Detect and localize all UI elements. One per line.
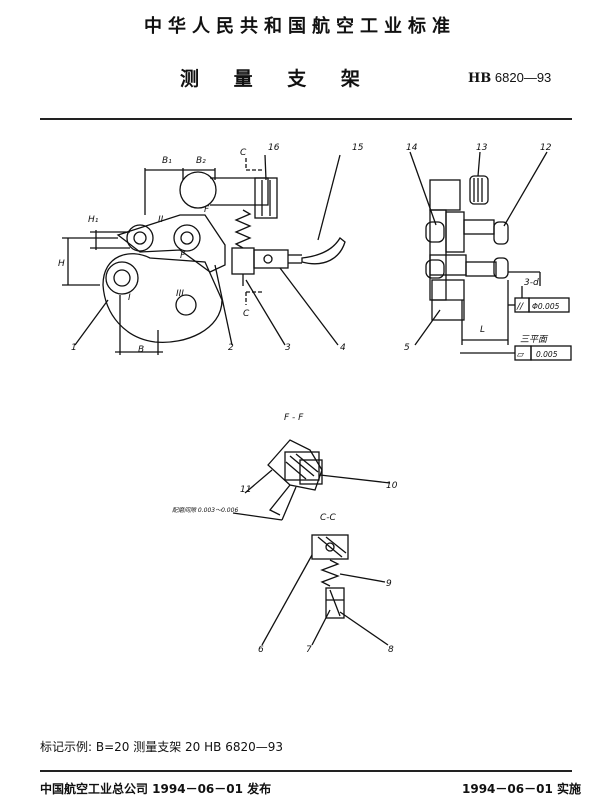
section-ff-title: F - F	[284, 413, 304, 423]
label-b: B	[138, 345, 144, 355]
flatness-symbol: ▱	[517, 350, 524, 360]
section-ff-view	[232, 439, 391, 521]
note-3d: 3-d	[524, 278, 539, 288]
label-f2: F	[204, 205, 210, 215]
part-2: 2	[228, 343, 234, 353]
part-8: 8	[388, 645, 394, 655]
part-3: 3	[285, 343, 291, 353]
part-4: 4	[340, 343, 346, 353]
part-9: 9	[386, 579, 392, 589]
label-c-top: C	[240, 148, 247, 158]
label-b2: B₂	[196, 156, 206, 166]
parallel-tolerance: Φ0.005	[532, 302, 560, 311]
label-l: L	[480, 325, 485, 335]
label-b1: B₁	[162, 156, 172, 166]
part-11: 11	[240, 485, 251, 495]
standard-prefix: HB	[468, 71, 492, 86]
document-title: 测 量 支 架	[180, 68, 374, 90]
front-view	[62, 154, 346, 355]
section-cc-view	[261, 534, 389, 646]
engineering-drawing: B₁ B₂ H₁ H B C C F F I II III 1 2 3 4 5 …	[58, 143, 572, 655]
part-7: 7	[306, 645, 312, 655]
standard-code: 6820—93	[494, 70, 552, 85]
flatness-tolerance: 0.005	[536, 350, 558, 359]
part-16: 16	[268, 143, 280, 153]
label-f: F	[180, 251, 186, 261]
label-hole-i: I	[128, 293, 131, 303]
part-14: 14	[406, 143, 418, 153]
part-12: 12	[540, 143, 552, 153]
part-6: 6	[258, 645, 264, 655]
part-10: 10	[386, 481, 398, 491]
label-h1: H₁	[88, 215, 99, 225]
marking-example: 标记示例: B=20 测量支架 20 HB 6820—93	[40, 740, 284, 754]
standard-body-title: 中华人民共和国航空工业标准	[144, 16, 456, 37]
label-h: H	[58, 259, 65, 269]
label-hole-iii: III	[176, 289, 184, 299]
gap-note: 配磨间隙 0.003～0.006	[172, 506, 238, 514]
effective-date: 1994－06－01 实施	[462, 782, 581, 796]
part-15: 15	[352, 143, 364, 153]
label-c-bottom: C	[243, 309, 250, 319]
parallel-symbol: //	[516, 302, 524, 312]
part-1: 1	[71, 343, 77, 353]
label-hole-ii: II	[158, 215, 164, 225]
standard-number: HB 6820—93	[468, 70, 551, 86]
three-planes-note: 三平面	[520, 335, 549, 345]
header-rule	[40, 118, 572, 120]
part-5: 5	[404, 343, 410, 353]
side-view	[409, 151, 572, 361]
footer-rule	[40, 770, 572, 772]
issue-date: 中国航空工业总公司 1994－06－01 发布	[40, 782, 272, 796]
section-cc-title: C-C	[320, 513, 337, 523]
part-13: 13	[476, 143, 488, 153]
